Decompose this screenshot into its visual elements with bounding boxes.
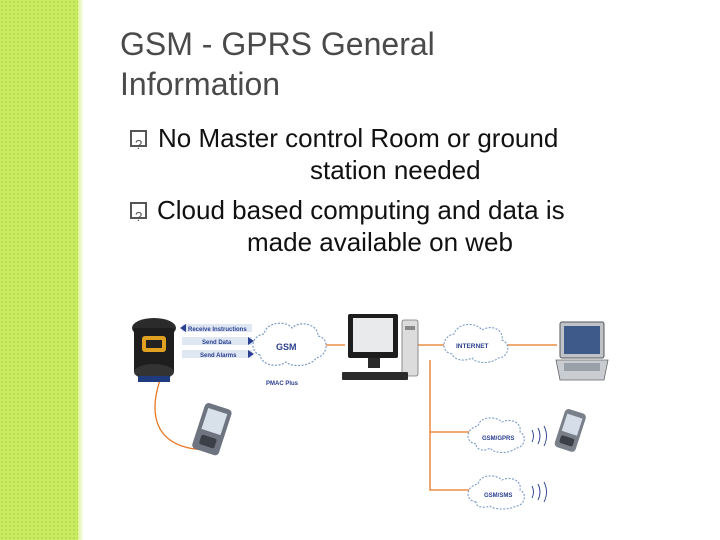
title-line-1: GSM - GPRS General xyxy=(120,26,435,62)
gsm-cloud-icon: GSM xyxy=(252,322,327,367)
slide-title: GSM - GPRS General Information xyxy=(120,24,660,104)
connection-wires xyxy=(154,344,557,491)
gsm-sms-label: GSM/SMS xyxy=(484,493,512,499)
message-arrows: Receive Instructions Send Data Send Alar… xyxy=(180,324,254,359)
pmac-plus-label: PMAC Plus xyxy=(266,381,299,387)
side-band-edge xyxy=(78,0,84,540)
gsm-sms-cloud-icon: GSM/SMS xyxy=(467,475,525,510)
decorative-side-band xyxy=(0,0,78,540)
bullet-item-2: Cloud based computing and data is made a… xyxy=(130,194,705,258)
wireless-waves-icon xyxy=(531,481,547,503)
gsm-gprs-cloud-icon: GSM/GPRS xyxy=(467,417,525,454)
receive-instructions-label: Receive Instructions xyxy=(188,327,247,333)
wireless-waves-icon xyxy=(531,425,547,447)
smartphone-icon xyxy=(554,409,586,452)
send-alarms-label: Send Alarms xyxy=(200,353,237,359)
bullet-1-line-2: station needed xyxy=(310,155,481,185)
network-diagram: Receive Instructions Send Data Send Alar… xyxy=(132,314,609,510)
data-logger-device-icon xyxy=(132,318,176,382)
gsm-gprs-label: GSM/GPRS xyxy=(482,436,514,442)
bullet-box-icon xyxy=(130,129,147,161)
desktop-computer-icon xyxy=(342,314,419,380)
pda-device-icon xyxy=(192,403,232,456)
internet-cloud-icon: INTERNET xyxy=(443,323,509,364)
bullet-item-1: No Master control Room or ground station… xyxy=(130,122,705,186)
bullet-2-line-1: Cloud based computing and data is xyxy=(157,195,565,225)
bullet-1-line-1: No Master control Room or ground xyxy=(158,123,559,153)
title-line-2: Information xyxy=(120,66,281,102)
bullet-2-line-2: made available on web xyxy=(247,227,513,257)
bullet-box-icon xyxy=(130,201,147,233)
send-data-label: Send Data xyxy=(202,340,232,346)
laptop-icon xyxy=(555,321,609,381)
bullet-list: No Master control Room or ground station… xyxy=(130,122,705,258)
gsm-label: GSM xyxy=(276,342,297,352)
internet-label: INTERNET xyxy=(456,343,489,350)
